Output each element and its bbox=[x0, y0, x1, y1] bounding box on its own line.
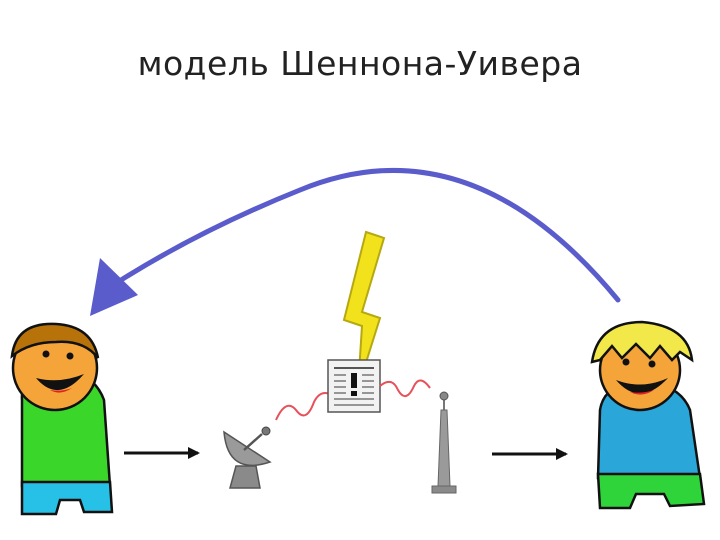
receiver-mouth bbox=[616, 378, 668, 394]
feedback-arrow bbox=[90, 168, 621, 316]
sender-eye-left bbox=[42, 350, 50, 358]
feedback-arc bbox=[115, 168, 621, 303]
sender-hair bbox=[10, 322, 100, 359]
receiver-pants bbox=[596, 472, 706, 510]
antenna-icon bbox=[431, 391, 457, 494]
receiver-hair bbox=[590, 320, 694, 364]
sender-person bbox=[10, 322, 114, 516]
receiver-eye-left bbox=[622, 358, 630, 366]
newspaper-icon bbox=[327, 359, 381, 413]
receiver-eye-right bbox=[648, 360, 656, 368]
slide-title: модель Шеннона-Уивера bbox=[137, 44, 583, 83]
lightning-icon bbox=[342, 230, 386, 389]
noise-wave-right bbox=[379, 379, 431, 397]
feedback-arrowhead bbox=[90, 258, 138, 316]
sender-eye-right bbox=[66, 352, 74, 360]
receiver-person bbox=[590, 320, 706, 510]
sender-mouth bbox=[36, 374, 84, 391]
noise-wave-left bbox=[275, 392, 331, 421]
satellite-dish-icon bbox=[223, 426, 272, 489]
sender-pants bbox=[20, 480, 114, 516]
